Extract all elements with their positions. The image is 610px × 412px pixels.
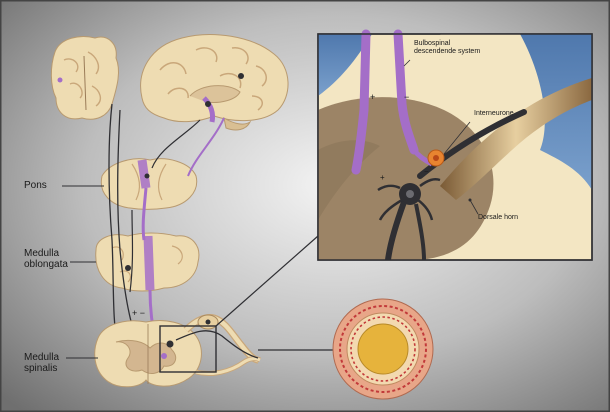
nerve-cross-section [333, 299, 433, 399]
label-bulbospinal-system: Bulbospinal descendende system [414, 40, 480, 56]
svg-text:+ −: + − [132, 308, 145, 318]
dorsal-horn-inset: + − + − [318, 34, 592, 260]
sagittal-brain [141, 35, 288, 130]
medulla-oblongata-section [96, 233, 199, 291]
svg-text:−: − [404, 92, 409, 102]
svg-text:−: − [424, 167, 429, 176]
label-medulla-spinalis: Medulla spinalis [24, 352, 59, 374]
coronal-brain-slice [51, 37, 118, 120]
pons-section [101, 159, 196, 210]
label-medulla-oblongata: Medulla oblongata [24, 248, 68, 270]
svg-text:+: + [380, 173, 385, 182]
label-pons: Pons [24, 180, 47, 191]
label-dorsal-horn: Dorsale horn [478, 214, 518, 222]
label-interneuron: Interneurone [474, 110, 514, 118]
svg-text:+: + [370, 92, 375, 102]
